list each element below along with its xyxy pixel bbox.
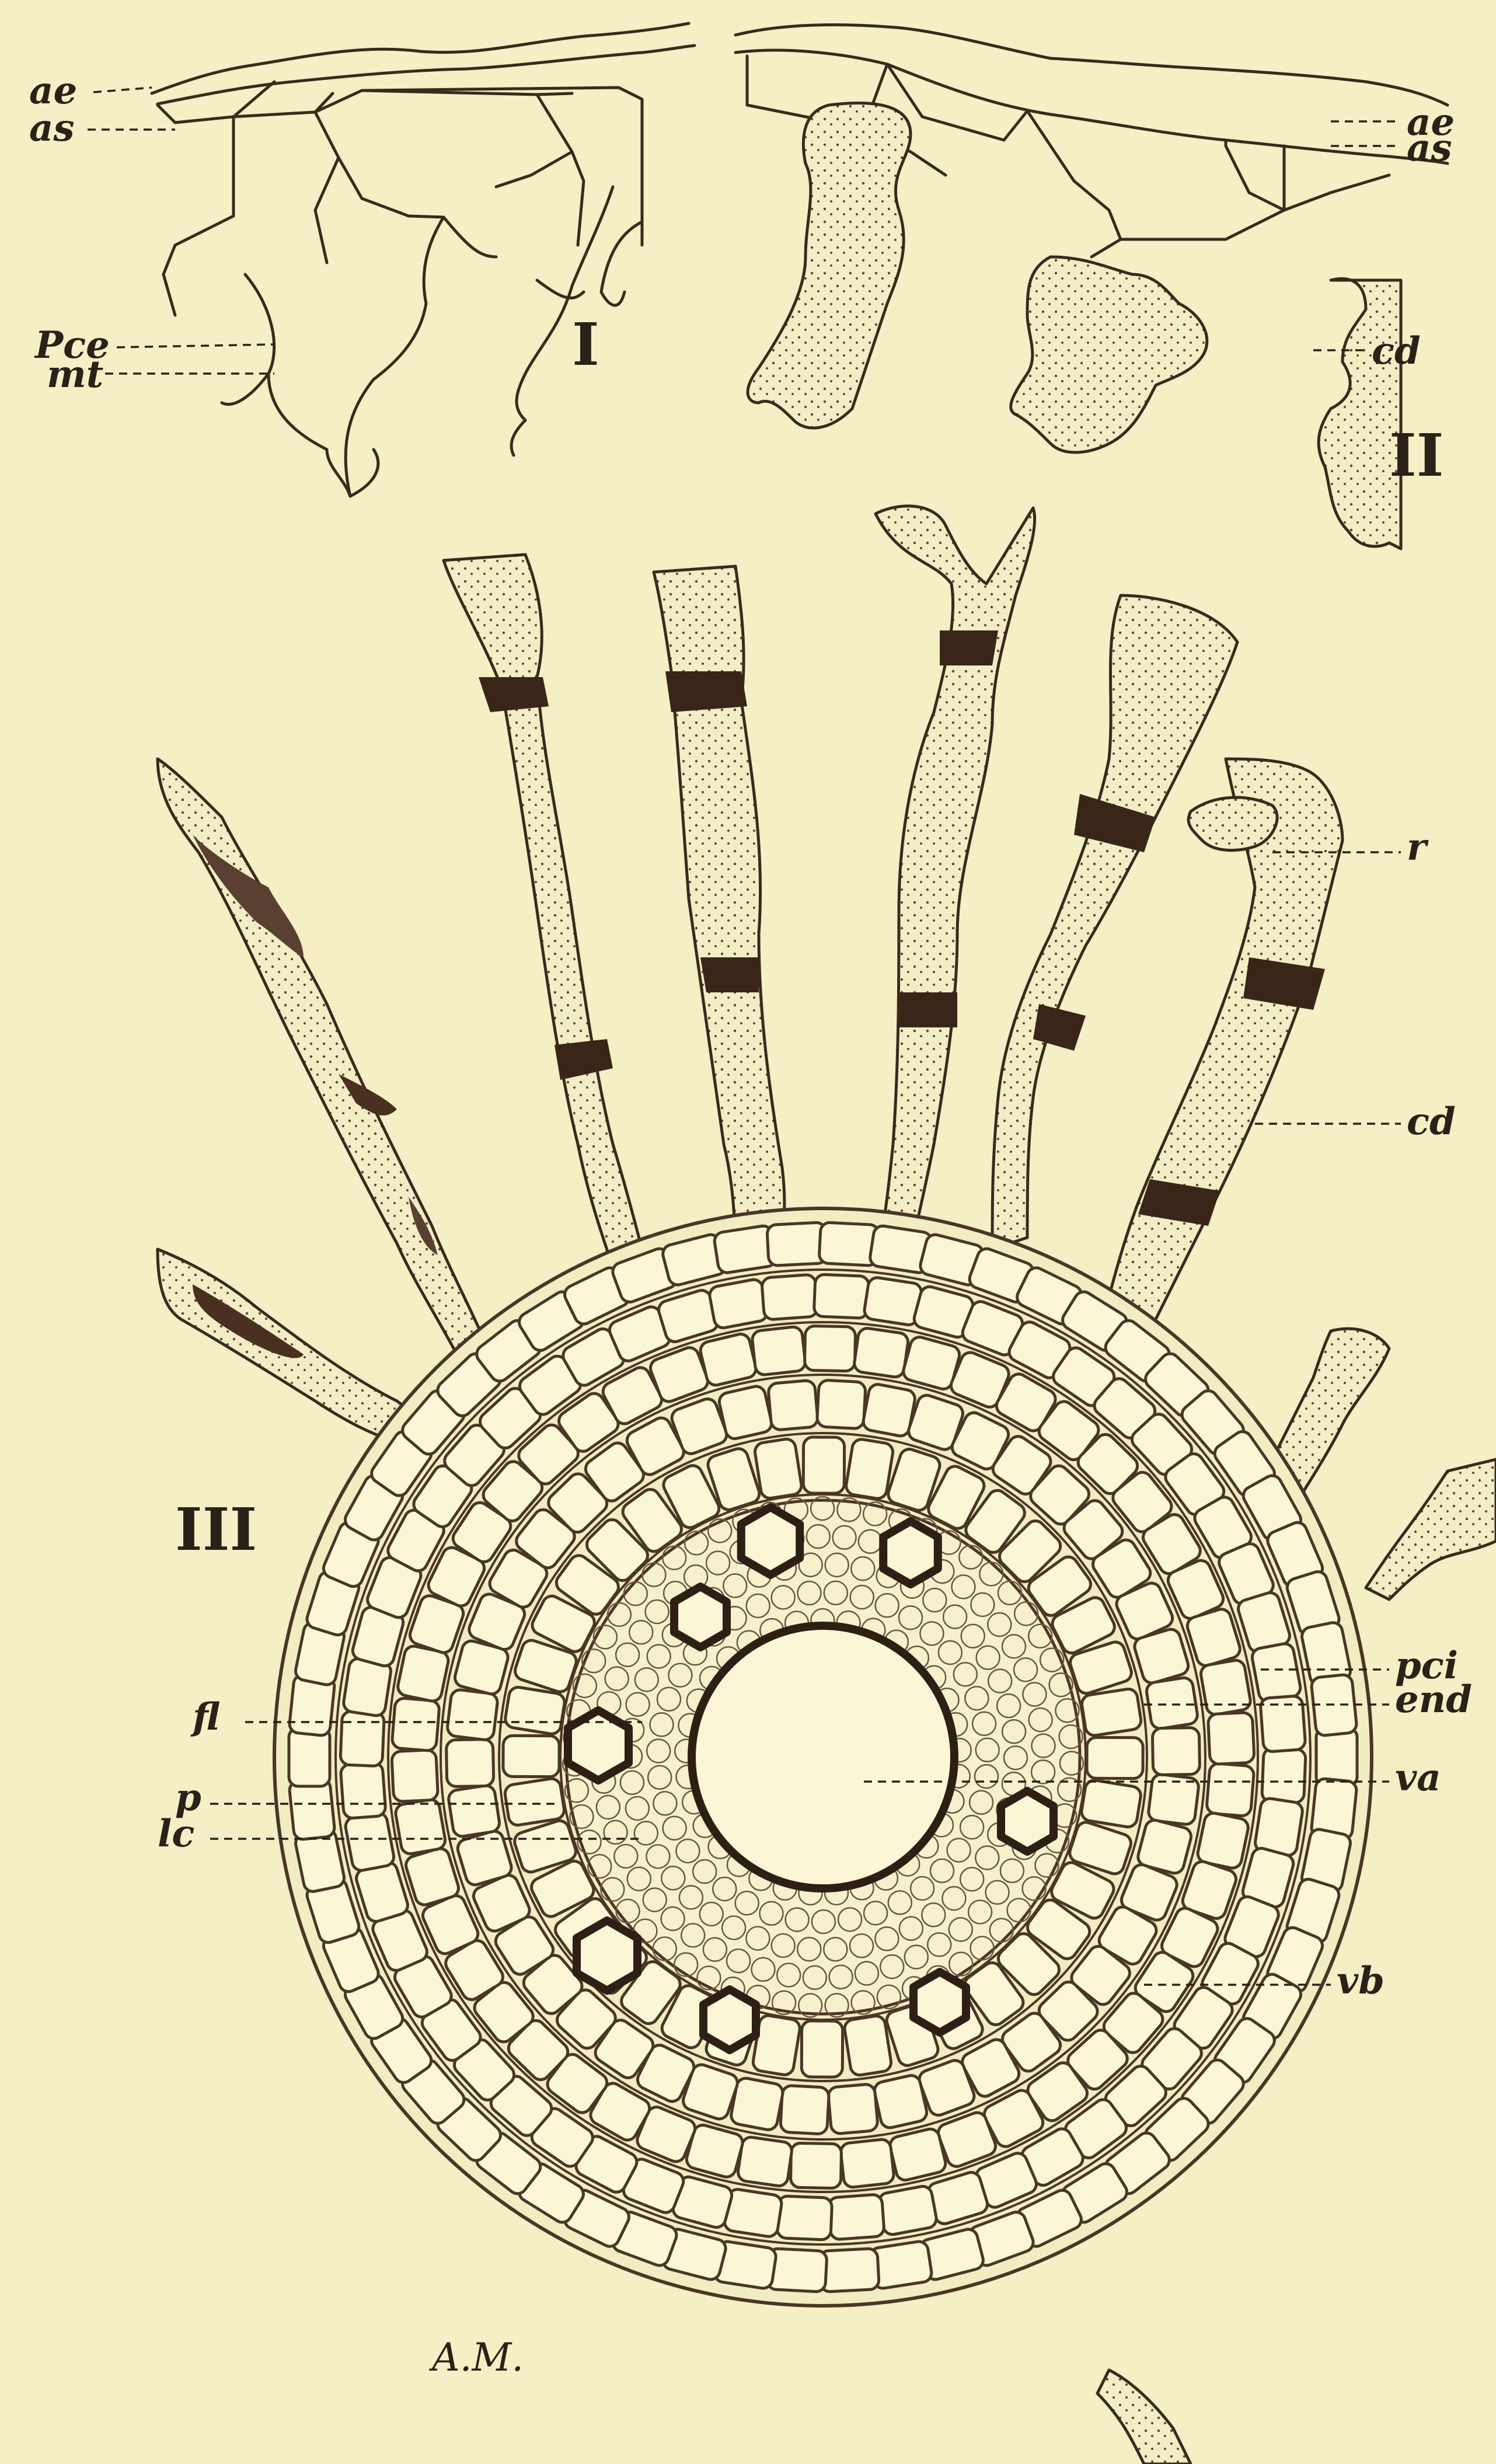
panel-numeral-iii: III [175,1500,257,1559]
outer-cuticle-line [152,23,689,93]
root-hair-9 [1366,1459,1496,1599]
xylem-vessel [703,1989,756,2050]
cortex-cell [1206,1763,1254,1817]
label-as-panel-ii: as [1407,130,1452,167]
artist-signature: A.M. [432,2335,524,2380]
dotted-cell-ii-c [1319,278,1401,549]
cortex-cell [1080,1688,1142,1737]
xylem-vessel [883,1521,938,1584]
cortex-cell [1251,1642,1302,1703]
outer-cuticle-line-ii [735,25,1448,105]
cortex-cell [503,1735,559,1776]
label-mt-panel-i: mt [47,356,103,393]
cortex-cell [1199,1659,1252,1716]
cortex-cell [1262,1748,1306,1803]
dotted-cell-ii-a [748,103,911,428]
cortex-cell [804,1326,855,1371]
cortex-cell [767,1222,827,1266]
cortex-cell [843,2015,892,2076]
cortex-cell [888,2127,947,2182]
cortex-cell [777,2196,832,2240]
cortex-cell [814,1274,869,1319]
cortex-cell [853,1327,909,1378]
cortex-cell [1145,1677,1198,1730]
xylem-vessel [568,1710,629,1780]
cortex-cell [504,1778,566,1827]
root-cross-section-drawing [274,1208,1372,2306]
inner-cuticle-line [158,46,695,104]
cortex-cell [762,1274,818,1320]
cortex-cell [828,2084,878,2135]
cortex-cell [708,1278,769,1330]
cortex-cell [1080,1779,1142,1828]
root-hair-bottom [1097,2370,1191,2464]
cortex-cell [699,1332,758,1387]
label-r: r [1407,829,1427,866]
cortex-cell [340,1711,385,1766]
cortex-cell [790,2143,841,2188]
cortex-cell [447,1689,498,1741]
cortex-cell [1316,1728,1357,1786]
cortex-cell [751,1326,806,1376]
panel-two-epidermis-drawing [735,25,1448,549]
xylem-vessel [741,1507,800,1575]
cortex-cell [1152,1727,1199,1775]
cortex-cell [873,2073,929,2130]
cortex-cell [340,1762,386,1819]
cortex-cell [1208,1712,1254,1764]
xylem-vessel [577,1921,637,1991]
cortex-cell [344,1811,396,1872]
panel-numeral-ii: II [1389,426,1444,485]
cortex-cell [840,2138,895,2188]
panel-numeral-i: I [572,315,599,374]
cortex-cell [819,2248,879,2292]
label-ae-panel-i: ae [29,72,77,110]
cortex-cell [801,2021,842,2077]
cortex-cell [780,2085,829,2134]
cortex-cell [754,1438,803,1500]
cortex-cell [447,1785,500,1838]
cortex-cell [817,1380,866,1429]
label-lc: lc [158,1815,194,1853]
cortex-cell [845,1438,894,1500]
label-fl: fl [193,1699,220,1736]
cortex-cell [289,1728,330,1786]
central-vessel [692,1626,954,1888]
cortex-cell [768,1380,818,1431]
label-cd-panel-iii: cd [1407,1103,1456,1141]
cortex-cell [504,1686,566,1735]
xylem-vessel [674,1587,727,1647]
cortex-cell [392,1698,440,1751]
label-vb: vb [1337,1963,1385,2000]
cortex-cell [392,1749,438,1801]
label-cd-panel-ii: cd [1372,333,1421,370]
cortex-cell [717,1385,773,1441]
root-hair-3 [444,555,648,1284]
dotted-cell-ii-b [1011,257,1207,452]
label-va: va [1395,1759,1441,1797]
label-p: p [175,1779,201,1817]
label-end: end [1395,1681,1472,1719]
cortex-cell [394,1798,447,1855]
cell-wall-large [163,117,233,315]
label-as-panel-i: as [29,110,75,147]
xylem-vessel [913,1972,966,2033]
cortex-cell [803,1437,844,1493]
cortex-cell [1087,1737,1143,1778]
cortex-cell [446,1739,493,1786]
wall-lower [245,274,350,496]
xylem-vessel [1001,1791,1054,1852]
hair-r-cap [1188,797,1277,851]
panel-one-epidermis-drawing [152,23,695,496]
cortex-cell [877,2185,938,2236]
cortex-cell [828,2194,885,2240]
cortex-cell [737,2136,793,2187]
